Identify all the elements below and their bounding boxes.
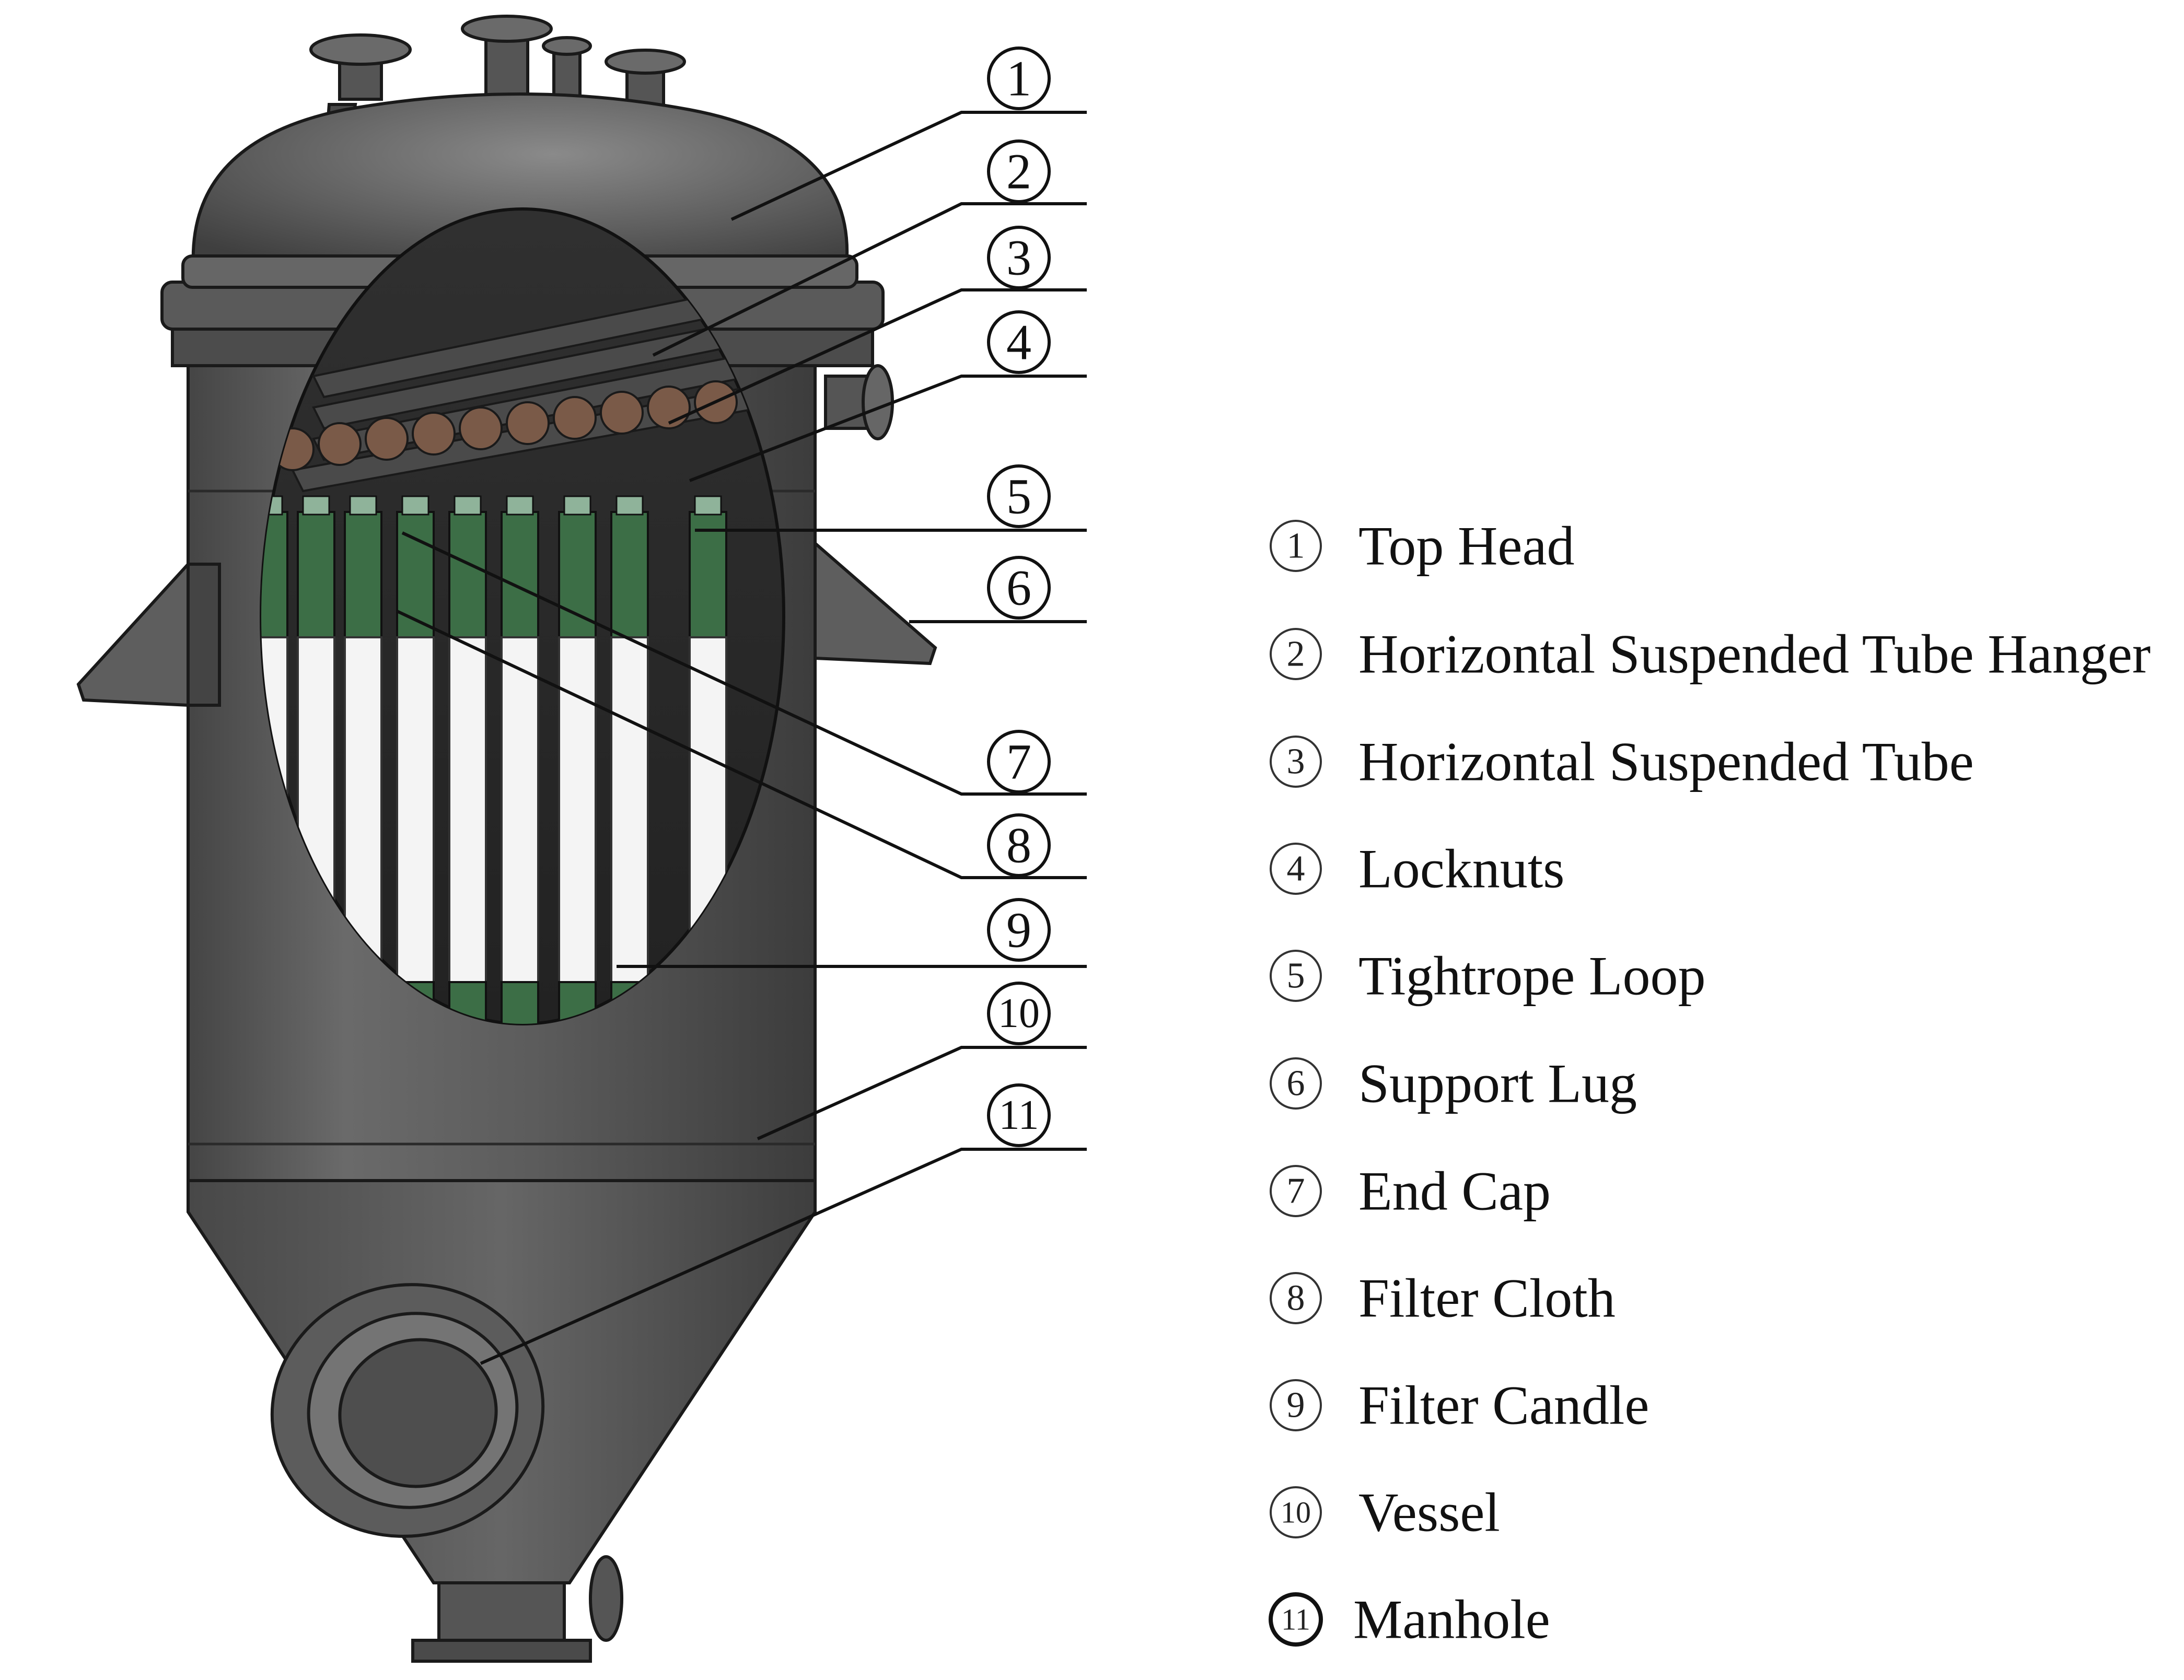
tightrope-loop: [302, 495, 330, 516]
leader-1: [730, 111, 1087, 221]
filter-candle-cloth: [396, 636, 435, 983]
callout-4: 4: [987, 310, 1051, 374]
legend-item-10-number: 10: [1281, 1496, 1311, 1530]
legend-item-5: 5 Tightrope Loop: [1270, 946, 1706, 1007]
leader-8: [396, 610, 1087, 879]
legend-item-8: 8 Filter Cloth: [1270, 1268, 1616, 1329]
legend-item-8-label: Filter Cloth: [1358, 1268, 1616, 1329]
tightrope-loop: [506, 495, 534, 516]
filter-candle: [610, 495, 649, 1024]
callout-11-number: 11: [998, 1092, 1039, 1138]
callout-9-number: 9: [1006, 902, 1031, 958]
legend-item-4-label: Locknuts: [1358, 838, 1565, 900]
legend-item-7-label: End Cap: [1358, 1161, 1551, 1222]
legend-item-1-label: Top Head: [1358, 516, 1575, 577]
legend-item-9-number: 9: [1287, 1385, 1305, 1426]
legend-item-5-number: 5: [1287, 956, 1305, 996]
filter-candle-end-cap: [558, 511, 597, 638]
legend-item-11-label: Manhole: [1353, 1589, 1550, 1650]
leader-11: [480, 1148, 1087, 1365]
leader-4: [689, 375, 1087, 482]
leader-7: [401, 531, 1087, 796]
callout-3: 3: [987, 226, 1051, 289]
callout-4-number: 4: [1006, 314, 1031, 370]
filter-candle: [558, 495, 597, 1024]
callout-11: 11: [987, 1083, 1051, 1147]
filter-candle: [501, 495, 539, 1024]
legend-item-6-label: Support Lug: [1358, 1053, 1637, 1114]
filter-candle-end-cap: [297, 511, 335, 638]
leader-3: [668, 288, 1087, 425]
callout-3-number: 3: [1006, 230, 1031, 286]
filter-candle-cloth: [610, 636, 649, 983]
side-nozzle: [824, 364, 894, 440]
legend-item-2: 2 Horizontal Suspended Tube Hanger: [1270, 624, 2151, 685]
legend-item-9: 9 Filter Candle: [1270, 1375, 1649, 1436]
manhole: [270, 1283, 545, 1538]
legend-item-2-number: 2: [1287, 634, 1305, 674]
legend-item-7-number: 7: [1287, 1171, 1305, 1211]
legend-item-4: 4 Locknuts: [1270, 838, 1565, 900]
legend-item-5-label: Tightrope Loop: [1358, 946, 1706, 1007]
callout-7-number: 7: [1006, 734, 1031, 790]
tightrope-loop: [454, 495, 482, 516]
filter-candle: [448, 495, 487, 1024]
callout-2-number: 2: [1006, 144, 1031, 200]
tightrope-loop: [563, 495, 591, 516]
leader-lines: [396, 111, 1087, 1365]
filter-candle-end-cap: [610, 511, 649, 638]
callout-8-number: 8: [1006, 818, 1031, 873]
tightrope-loop: [349, 495, 377, 516]
callout-9: 9: [987, 898, 1051, 962]
filter-candle-end-cap: [501, 511, 539, 638]
filter-candle-cloth: [501, 636, 539, 983]
callout-1: 1: [987, 46, 1051, 110]
top-head: [191, 92, 849, 268]
bottom-nozzle: [411, 1555, 623, 1663]
callout-2: 2: [987, 139, 1051, 203]
tightrope-loop: [694, 495, 722, 516]
vessel: [76, 15, 937, 1663]
legend-item-2-label: Horizontal Suspended Tube Hanger: [1358, 624, 2151, 685]
callout-markers: 1 2 3 4 5 6 7 8: [987, 46, 1051, 1147]
legend-item-6: 6 Support Lug: [1270, 1053, 1637, 1114]
legend-item-1-number: 1: [1287, 526, 1305, 566]
callout-5-number: 5: [1006, 469, 1031, 524]
legend-item-11-number: 11: [1281, 1603, 1310, 1637]
filter-candle-end-cap: [344, 511, 382, 638]
leader-2: [652, 202, 1087, 357]
callout-10: 10: [987, 982, 1051, 1045]
legend-item-9-label: Filter Candle: [1358, 1375, 1649, 1436]
tightrope-loop: [401, 495, 429, 516]
callout-8: 8: [987, 813, 1051, 877]
legend-item-11: 11 Manhole: [1269, 1589, 1550, 1650]
callout-1-number: 1: [1006, 51, 1031, 107]
callout-7: 7: [987, 730, 1051, 794]
callout-6: 6: [987, 556, 1051, 620]
filter-candle: [396, 495, 435, 1024]
legend-item-4-number: 4: [1287, 849, 1305, 889]
legend-item-6-number: 6: [1287, 1064, 1305, 1104]
callout-5: 5: [987, 464, 1051, 528]
legend-item-3: 3 Horizontal Suspended Tube: [1270, 731, 1974, 792]
legend-item-10: 10 Vessel: [1270, 1482, 1500, 1543]
legend-item-7: 7 End Cap: [1270, 1161, 1551, 1222]
legend-item-3-number: 3: [1287, 742, 1305, 782]
filter-candle-base: [501, 981, 539, 1024]
callout-6-number: 6: [1006, 560, 1031, 616]
legend-item-1: 1 Top Head: [1270, 516, 1575, 577]
locknuts: [271, 380, 738, 471]
legend: 1 Top Head 2 Horizontal Suspended Tube H…: [1269, 516, 2151, 1650]
legend-item-10-label: Vessel: [1358, 1482, 1500, 1543]
leader-10: [757, 1046, 1087, 1140]
legend-item-3-label: Horizontal Suspended Tube: [1358, 731, 1974, 792]
tightrope-loop: [615, 495, 644, 516]
filter-candle-end-cap: [448, 511, 487, 638]
filter-candle-cloth: [448, 636, 487, 983]
legend-item-8-number: 8: [1287, 1278, 1305, 1319]
support-lugs: [76, 540, 937, 707]
callout-10-number: 10: [998, 990, 1040, 1036]
